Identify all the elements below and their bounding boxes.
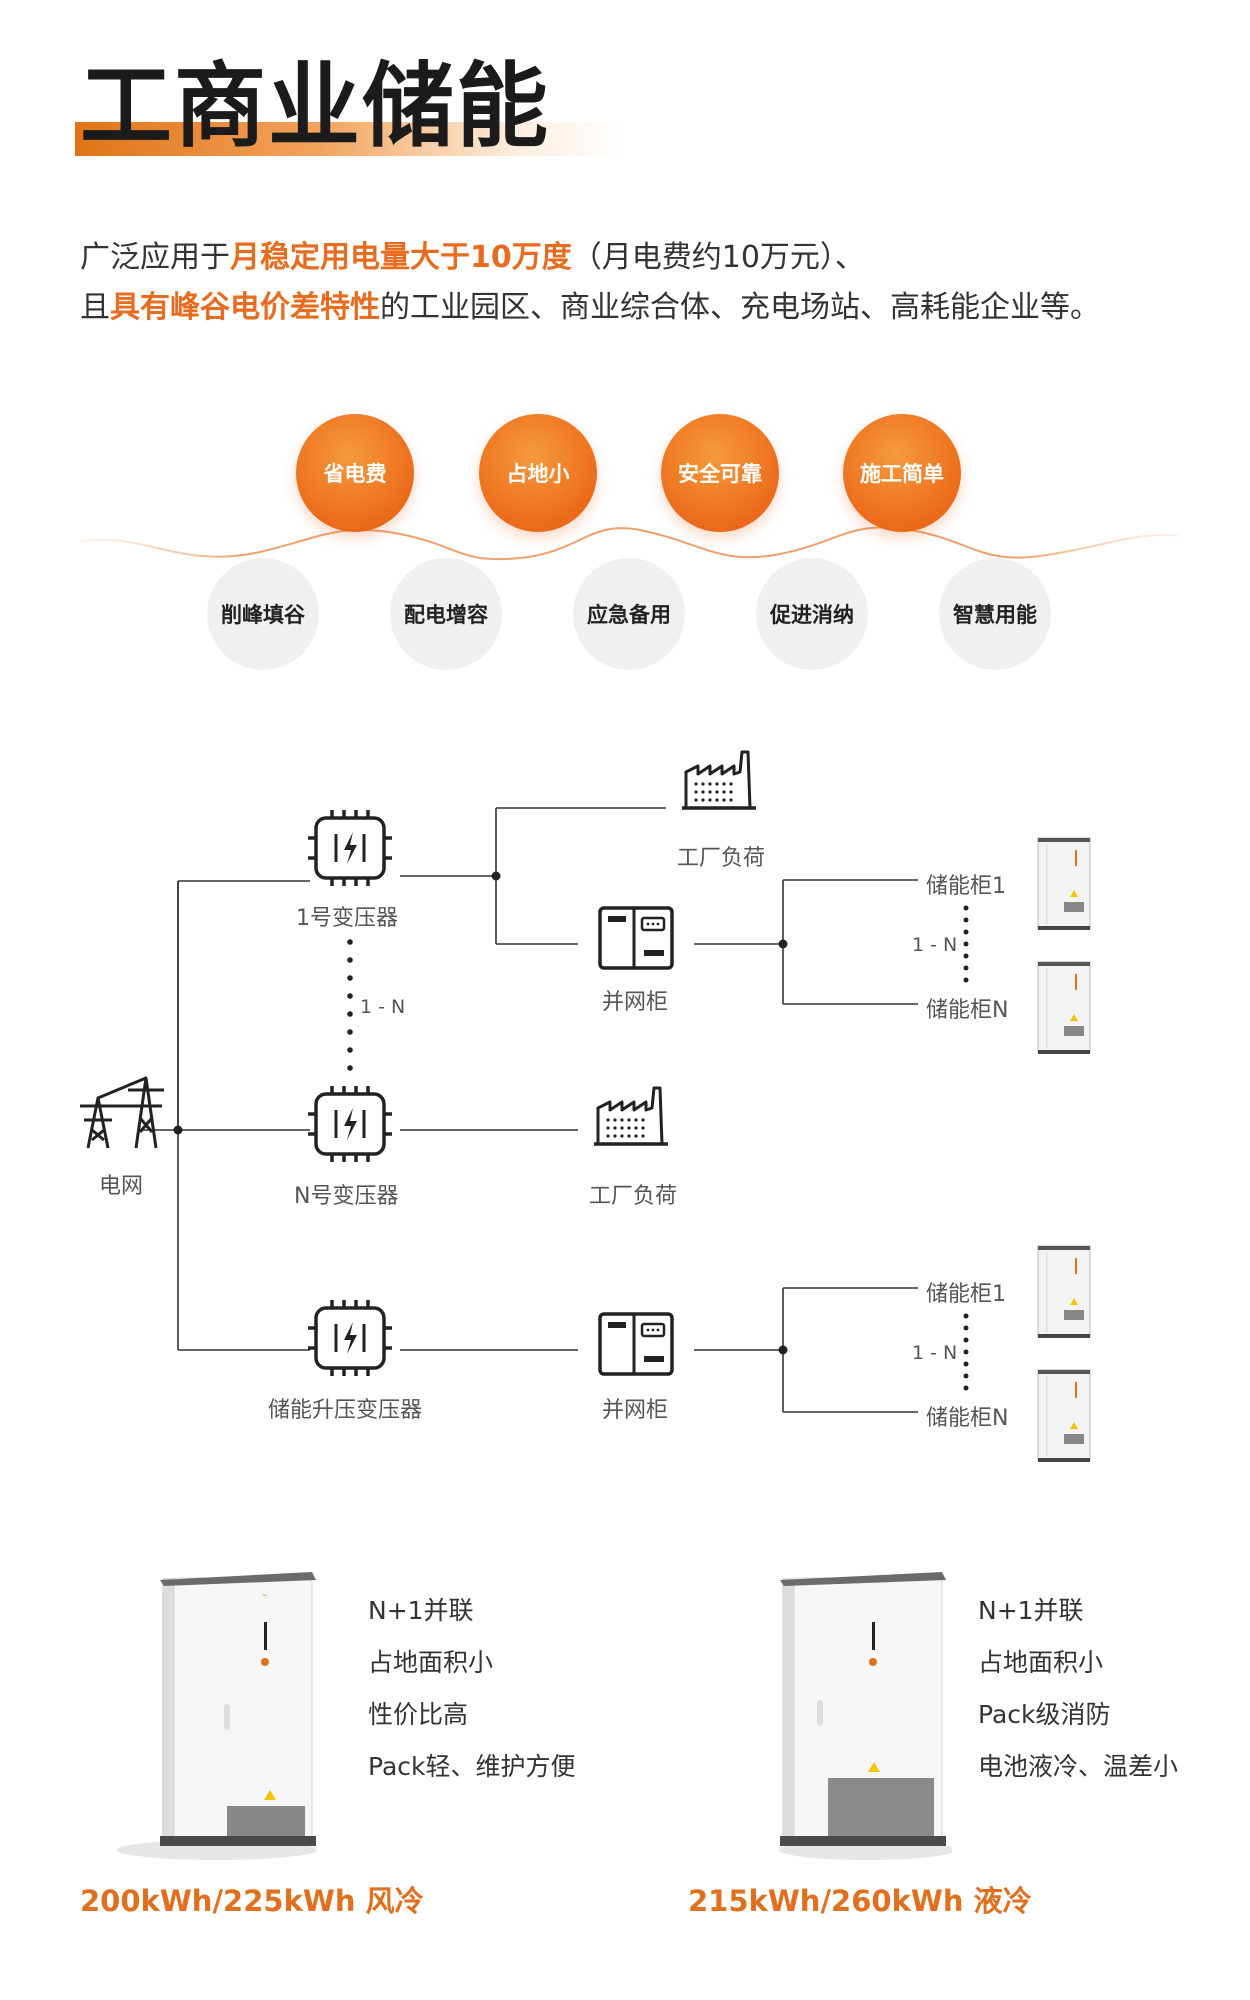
storage-cabinet-icon [1037, 961, 1091, 1054]
product-1-caption: 200kWh/225kWh 风冷 [80, 1884, 424, 1918]
benefit-easy-construction: 施工简单 [843, 414, 961, 532]
grid-tower-icon [80, 1076, 164, 1149]
benefit-small-footprint: 占地小 [479, 414, 597, 532]
transformer-range-label: 1 - N [360, 996, 406, 1018]
feature-label: 配电增容 [404, 603, 488, 627]
feature-consumption: 促进消纳 [756, 558, 868, 670]
wave-divider [80, 526, 1180, 561]
storage-range-label-a: 1 - N [912, 934, 958, 956]
storage-n-label-b: 储能柜N [926, 1406, 1009, 1431]
intro-text: 的工业园区、商业综合体、充电场站、高耗能企业等。 [380, 290, 1100, 325]
connection-lines [140, 807, 918, 1413]
feature-capacity-expansion: 配电增容 [390, 558, 502, 670]
benefit-label: 占地小 [506, 462, 570, 486]
intro-text: 且 [80, 290, 110, 325]
benefit-safe-reliable: 安全可靠 [661, 414, 779, 532]
feature-smart-energy: 智慧用能 [939, 558, 1051, 670]
feature-label: 应急备用 [587, 603, 671, 627]
grid-cabinet-label-1: 并网柜 [602, 990, 669, 1015]
transformer-n-label: N号变压器 [294, 1184, 399, 1209]
grid-cabinet-icon-2 [598, 1312, 674, 1376]
feature-label: 智慧用能 [953, 603, 1037, 627]
benefit-label: 省电费 [323, 462, 387, 486]
product-feature: 性价比高 [368, 1700, 469, 1729]
product-image-air-cooled: ~ [117, 1572, 317, 1860]
intro-line-2: 且具有峰谷电价差特性的工业园区、商业综合体、充电场站、高耗能企业等。 [80, 288, 1200, 328]
storage-transformer-label: 储能升压变压器 [268, 1398, 423, 1423]
feature-label: 削峰填谷 [221, 603, 305, 627]
product-feature: 电池液冷、温差小 [978, 1752, 1179, 1781]
storage-cabinet-icon [1037, 1245, 1091, 1338]
storage-1-label-a: 储能柜1 [926, 874, 1006, 899]
intro-highlight: 月稳定用电量大于10万度 [230, 240, 572, 275]
feature-emergency-backup: 应急备用 [573, 558, 685, 670]
intro-line-1: 广泛应用于月稳定用电量大于10万度（月电费约10万元）、 [80, 238, 1200, 278]
storage-range-label-b: 1 - N [912, 1342, 958, 1364]
feature-peak-shaving: 削峰填谷 [207, 558, 319, 670]
svg-text:~: ~ [262, 1590, 267, 1600]
grid-cabinet-label-2: 并网柜 [602, 1398, 669, 1423]
storage-n-label-a: 储能柜N [926, 998, 1009, 1023]
factory-icon-1 [682, 750, 756, 810]
product-feature: 占地面积小 [368, 1648, 494, 1677]
storage-cabinet-icon [1037, 837, 1091, 930]
dotted-range [347, 905, 969, 1391]
benefit-label: 安全可靠 [678, 462, 762, 486]
storage-transformer-icon [306, 1298, 394, 1378]
factory-load-label-1: 工厂负荷 [677, 846, 766, 871]
junction-dots [173, 871, 788, 1355]
page-title: 工商业储能 [80, 53, 551, 160]
product-feature: 占地面积小 [978, 1648, 1104, 1677]
intro-highlight: 具有峰谷电价差特性 [110, 290, 380, 325]
benefit-label: 施工简单 [860, 462, 944, 486]
product-2-caption: 215kWh/260kWh 液冷 [688, 1884, 1032, 1918]
product-image-liquid-cooled [779, 1572, 952, 1860]
feature-label: 促进消纳 [770, 603, 854, 627]
product-1-features: N+1并联 占地面积小 性价比高 Pack轻、维护方便 [368, 1585, 576, 1793]
product-feature: N+1并联 [368, 1596, 474, 1625]
benefit-save-cost: 省电费 [296, 414, 414, 532]
transformer-1-icon [306, 808, 394, 888]
grid-cabinet-icon-1 [598, 906, 674, 970]
product-feature: Pack级消防 [978, 1700, 1111, 1729]
factory-icon-2 [594, 1086, 668, 1146]
storage-1-label-b: 储能柜1 [926, 1282, 1006, 1307]
intro-text: 广泛应用于 [80, 240, 230, 275]
topology-diagram-main [80, 750, 1091, 1462]
transformer-1-label: 1号变压器 [296, 906, 398, 931]
product-feature: Pack轻、维护方便 [368, 1752, 576, 1781]
product-2-features: N+1并联 占地面积小 Pack级消防 电池液冷、温差小 [978, 1585, 1178, 1793]
transformer-n-icon [306, 1084, 394, 1164]
storage-cabinet-icon [1037, 1369, 1091, 1462]
intro-text: （月电费约10万元）、 [571, 240, 865, 275]
factory-load-label-2: 工厂负荷 [589, 1184, 678, 1209]
grid-label: 电网 [99, 1174, 144, 1199]
product-feature: N+1并联 [978, 1596, 1084, 1625]
title-underline [75, 122, 623, 156]
